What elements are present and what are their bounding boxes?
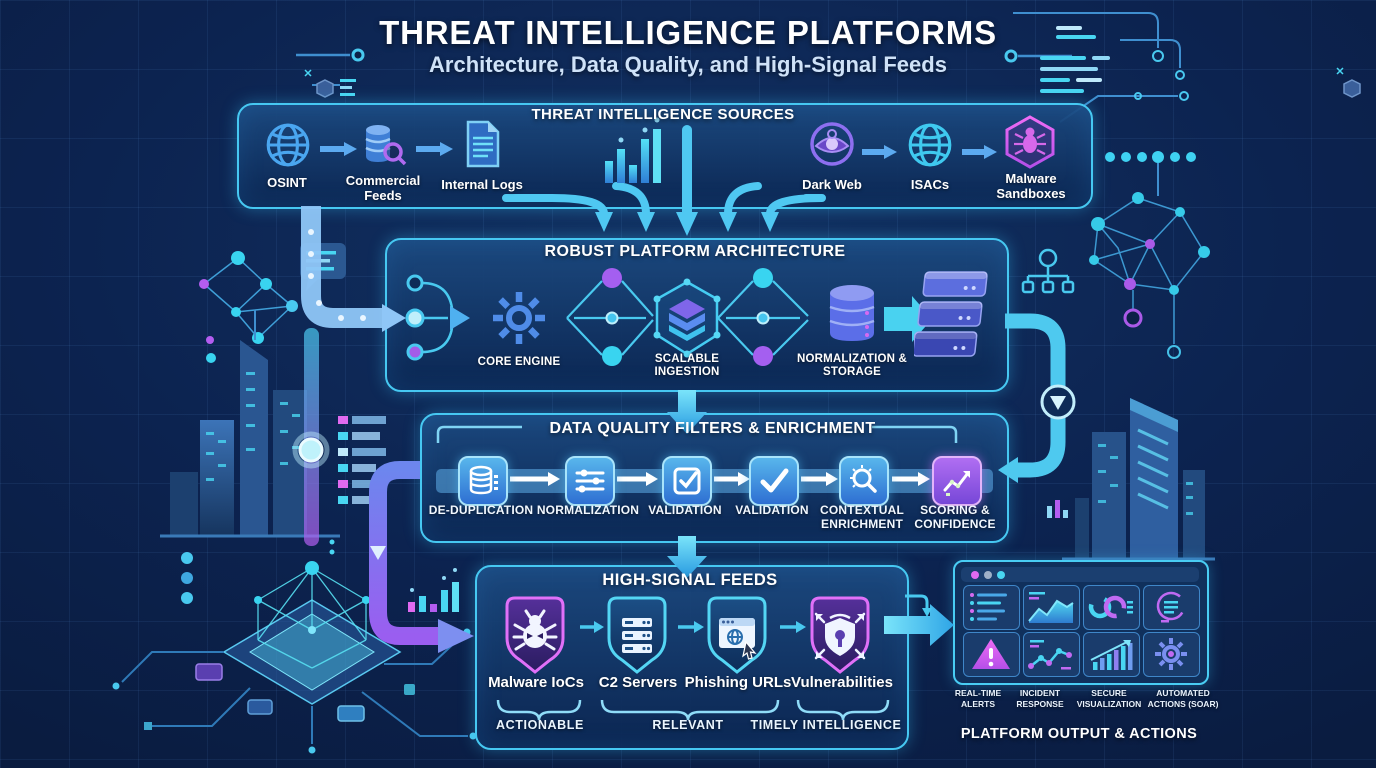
source-label-osint: OSINT	[267, 175, 307, 190]
feed-label-vulnerabilities: Vulnerabilities	[791, 674, 893, 691]
enrichment-tile	[839, 456, 889, 506]
list-icon	[970, 593, 1007, 621]
document-icon	[466, 120, 500, 168]
enrichment-magnifier-icon	[850, 465, 877, 493]
quality-flow-band	[436, 469, 993, 493]
dashboard-tile-report	[1143, 585, 1200, 630]
alert-triangle-icon	[972, 639, 1010, 669]
database-icon	[829, 285, 875, 341]
normalization-tile	[565, 456, 615, 506]
feed-quality-timely: TIMELY INTELLIGENCE	[750, 718, 902, 732]
gear-icon	[1155, 638, 1187, 670]
hex-cube-icon	[653, 278, 721, 358]
sliders-icon	[575, 469, 605, 493]
quality-title: DATA QUALITY FILTERS & ENRICHMENT	[549, 420, 876, 437]
quality-label-normalization: NORMALIZATION	[536, 503, 640, 517]
feed-label-phishing-urls: Phishing URLs	[684, 674, 792, 691]
architecture-label-core-engine: CORE ENGINE	[477, 356, 561, 368]
window-dot-cyan	[997, 570, 1005, 579]
dashboard-tile-line-chart	[1023, 632, 1080, 677]
architecture-label-normalization-storage: NORMALIZATION & STORAGE	[796, 353, 908, 379]
browser-shield-icon	[707, 596, 767, 674]
report-circle-icon	[1156, 591, 1186, 623]
feeds-title: HIGH-SIGNAL FEEDS	[602, 571, 778, 589]
window-dot-grey	[984, 570, 992, 579]
output-label-automated-actions: AUTOMATED ACTIONS (SOAR)	[1147, 688, 1219, 709]
output-title: PLATFORM OUTPUT & ACTIONS	[960, 726, 1198, 742]
output-label-secure-visualization: SECURE VISUALIZATION	[1076, 688, 1142, 709]
bug-shield-icon	[505, 596, 565, 674]
quality-label-validation-1: VALIDATION	[648, 503, 722, 517]
database-icon	[469, 465, 498, 495]
source-label-malware-sandboxes: Malware Sandboxes	[996, 171, 1066, 201]
quality-label-contextual-enrichment: CONTEXTUAL ENRICHMENT	[820, 503, 904, 531]
dashboard-tile-gear	[1143, 632, 1200, 677]
source-label-commercial-feeds: Commercial Feeds	[345, 173, 421, 203]
line-chart-icon	[1028, 640, 1072, 670]
dashboard-tile-donut-chart	[1083, 585, 1140, 630]
checkmark-icon	[760, 468, 789, 493]
bug-hexagon-icon	[1005, 115, 1055, 169]
server-stack-icon	[914, 271, 988, 357]
gear-icon	[493, 292, 545, 344]
database-search-icon	[365, 125, 407, 166]
quality-label-scoring-confidence: SCORING & CONFIDENCE	[914, 503, 996, 531]
feed-label-c2-servers: C2 Servers	[598, 674, 678, 691]
area-chart-icon	[1028, 592, 1074, 623]
source-label-dark-web: Dark Web	[802, 177, 862, 192]
feed-quality-actionable: ACTIONABLE	[496, 718, 584, 732]
quality-label-validation-2: VALIDATION	[735, 503, 809, 517]
validation-check-tile	[749, 456, 799, 506]
window-dot-magenta	[971, 570, 979, 579]
source-label-isacs: ISACs	[910, 177, 950, 192]
sources-title: THREAT INTELLIGENCE SOURCES	[531, 106, 795, 123]
dashboard-tile-alerts-list	[963, 585, 1020, 630]
sources-panel	[237, 103, 1093, 209]
source-label-internal-logs: Internal Logs	[441, 177, 523, 192]
output-label-realtime-alerts: REAL-TIME ALERTS	[954, 688, 1002, 709]
dashboard-titlebar	[961, 567, 1199, 582]
globe-icon	[908, 123, 952, 167]
bar-chart-icon	[1090, 640, 1133, 670]
output-label-incident-response: INCIDENT RESPONSE	[1016, 688, 1064, 709]
globe-icon	[266, 123, 310, 167]
dashboard-tile-area-chart	[1023, 585, 1080, 630]
scoring-chart-icon	[943, 471, 970, 496]
lock-shield-icon	[810, 596, 870, 674]
scoring-tile	[932, 456, 982, 506]
feed-quality-relevant: RELEVANT	[652, 718, 724, 732]
architecture-label-scalable-ingestion: SCALABLE INGESTION	[654, 353, 720, 379]
dashboard-tile-warning	[963, 632, 1020, 677]
server-shield-icon	[607, 596, 667, 674]
feed-label-malware-iocs: Malware IoCs	[488, 674, 584, 691]
checkbox-icon	[673, 467, 701, 495]
donut-chart-icon	[1088, 595, 1133, 619]
quality-label-dedup: DE-DUPLICATION	[428, 503, 534, 517]
dedup-tile	[458, 456, 508, 506]
validation-checkbox-tile	[662, 456, 712, 506]
dark-web-eye-icon	[810, 122, 854, 166]
page-subtitle: Architecture, Data Quality, and High-Sig…	[429, 52, 947, 77]
page-title: THREAT INTELLIGENCE PLATFORMS	[379, 14, 997, 51]
dashboard-tile-bar-chart	[1083, 632, 1140, 677]
architecture-title: ROBUST PLATFORM ARCHITECTURE	[544, 243, 846, 260]
